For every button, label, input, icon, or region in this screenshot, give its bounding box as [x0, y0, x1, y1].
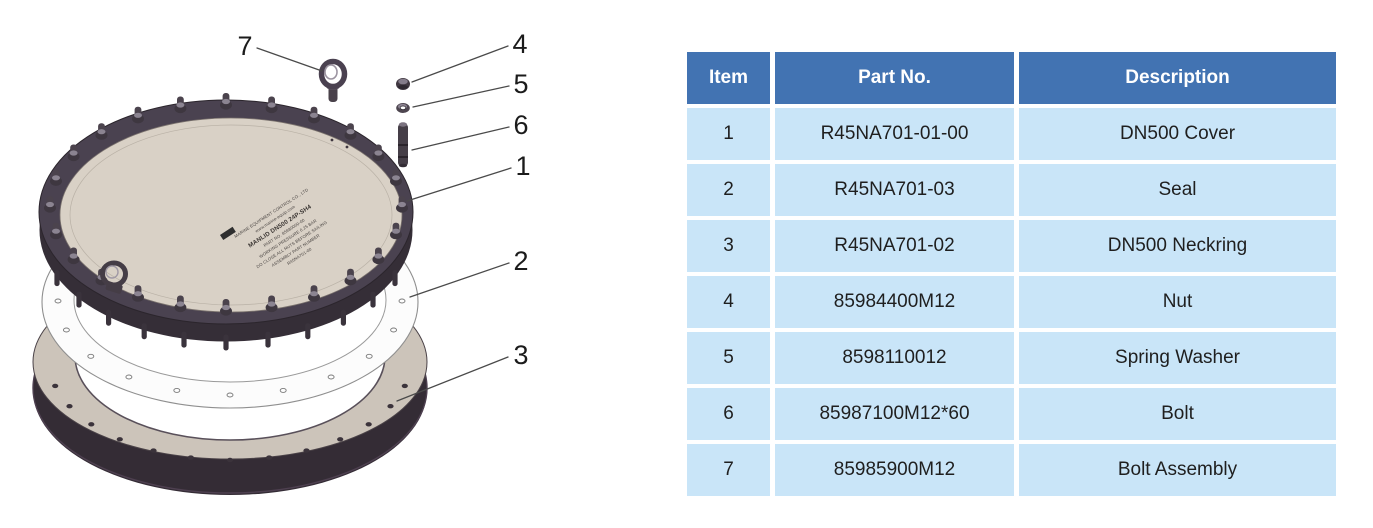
- callout-label-3: 3: [513, 340, 528, 370]
- part-no-cell: R45NA701-01-00: [775, 108, 1014, 160]
- part-no-cell: R45NA701-03: [775, 164, 1014, 216]
- table-row: 4 85984400M12 Nut: [687, 276, 1336, 328]
- bolt-illustration: [398, 122, 408, 168]
- callout-label-2: 2: [513, 246, 528, 276]
- description-cell: Spring Washer: [1019, 332, 1336, 384]
- callout-label-7: 7: [237, 31, 252, 61]
- spring-washer-illustration: [396, 103, 410, 113]
- table-row: 1 R45NA701-01-00 DN500 Cover: [687, 108, 1336, 160]
- parts-table: Item Part No. Description 1 R45NA701-01-…: [682, 48, 1341, 500]
- engraving-logo: [219, 226, 236, 240]
- cover-eye-bolt-icon: [100, 260, 128, 294]
- header-description: Description: [1019, 52, 1336, 104]
- description-cell: DN500 Cover: [1019, 108, 1336, 160]
- callout-label-4: 4: [512, 29, 527, 59]
- leader-line-3: [396, 356, 509, 402]
- header-item: Item: [687, 52, 770, 104]
- leader-line-6: [411, 126, 510, 151]
- callout-label-6: 6: [513, 110, 528, 140]
- description-cell: Seal: [1019, 164, 1336, 216]
- leader-line-7: [256, 47, 323, 72]
- callout-leader-lines: [256, 45, 512, 402]
- table-row: 6 85987100M12*60 Bolt: [687, 388, 1336, 440]
- leader-line-4: [411, 45, 509, 83]
- neckring-flange-holes: [52, 383, 408, 463]
- leader-line-2: [409, 262, 510, 298]
- table-row: 5 8598110012 Spring Washer: [687, 332, 1336, 384]
- cover-under-studs: [54, 270, 398, 351]
- part-no-cell: 8598110012: [775, 332, 1014, 384]
- table-header-row: Item Part No. Description: [687, 52, 1336, 104]
- leader-line-1: [406, 167, 512, 202]
- table-row: 2 R45NA701-03 Seal: [687, 164, 1336, 216]
- description-cell: Nut: [1019, 276, 1336, 328]
- item-cell: 7: [687, 444, 770, 496]
- item-cell: 1: [687, 108, 770, 160]
- part-no-cell: 85984400M12: [775, 276, 1014, 328]
- item-cell: 6: [687, 388, 770, 440]
- header-part-no: Part No.: [775, 52, 1014, 104]
- exploded-view-diagram: MARINE EQUIPMENT CONTROL CO., LTD www.ma…: [32, 29, 531, 495]
- callout-label-5: 5: [513, 69, 528, 99]
- leader-line-5: [412, 85, 510, 108]
- description-cell: DN500 Neckring: [1019, 220, 1336, 272]
- bolt-assembly-illustration: [318, 58, 348, 102]
- description-cell: Bolt: [1019, 388, 1336, 440]
- part-no-cell: 85985900M12: [775, 444, 1014, 496]
- callout-label-1: 1: [515, 151, 530, 181]
- item-cell: 5: [687, 332, 770, 384]
- callout-labels: 7 4 5 6 1 2 3: [237, 29, 530, 370]
- table-row: 7 85985900M12 Bolt Assembly: [687, 444, 1336, 496]
- table-row: 3 R45NA701-02 DN500 Neckring: [687, 220, 1336, 272]
- cover-illustration: MARINE EQUIPMENT CONTROL CO., LTD www.ma…: [38, 93, 414, 351]
- part-no-cell: R45NA701-02: [775, 220, 1014, 272]
- item-cell: 2: [687, 164, 770, 216]
- nut-illustration: [396, 78, 410, 90]
- item-cell: 3: [687, 220, 770, 272]
- cover-rim-bolts: [44, 93, 408, 316]
- part-no-cell: 85987100M12*60: [775, 388, 1014, 440]
- item-cell: 4: [687, 276, 770, 328]
- description-cell: Bolt Assembly: [1019, 444, 1336, 496]
